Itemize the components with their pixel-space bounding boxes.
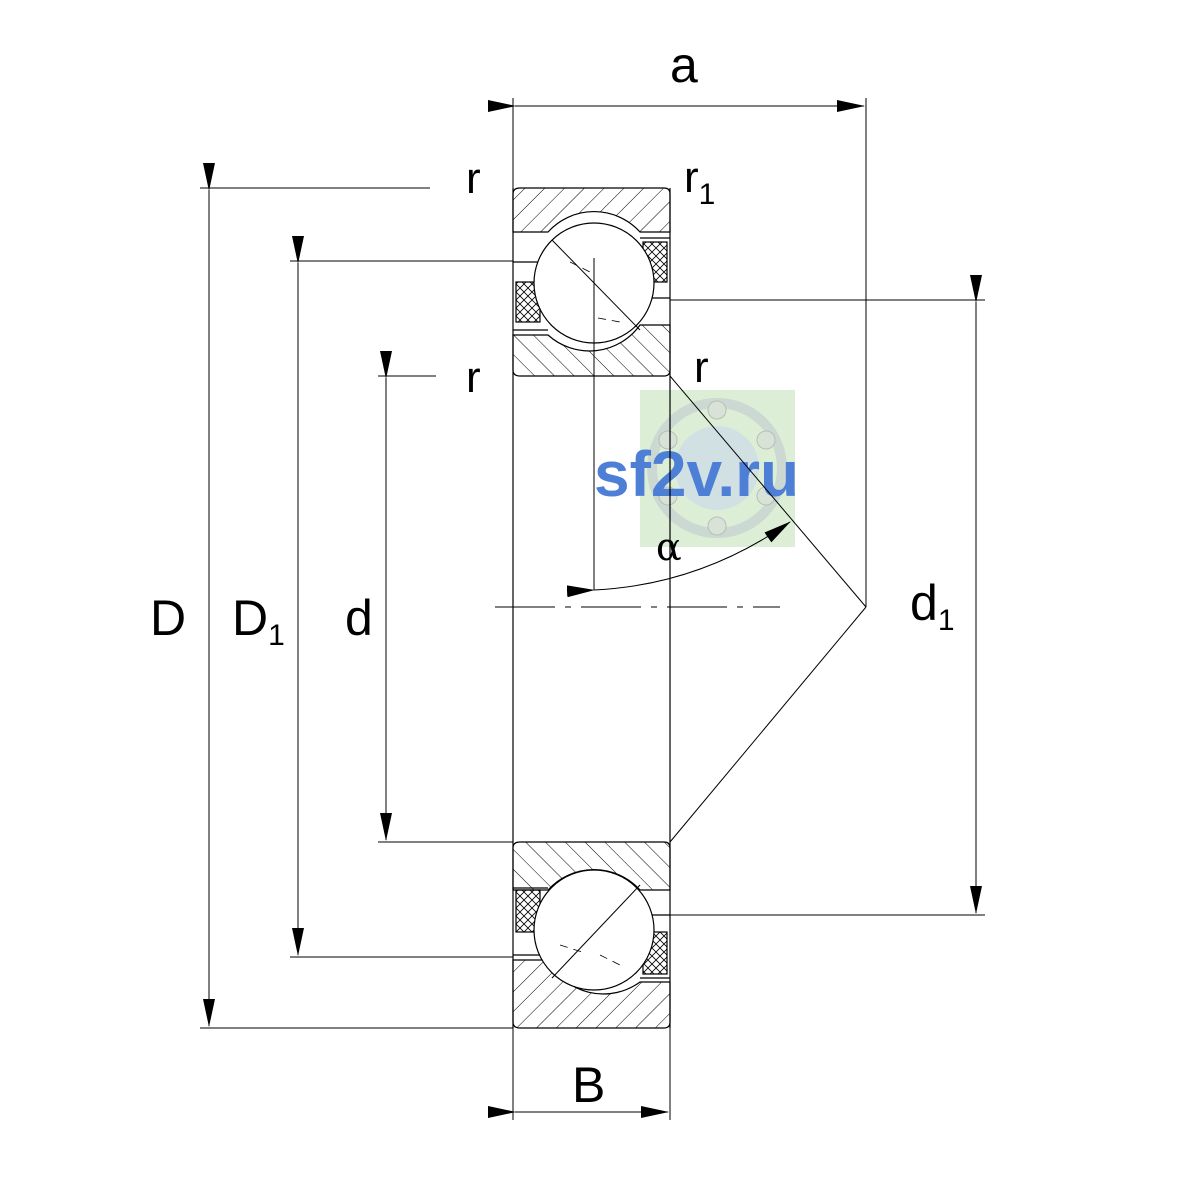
label-D: D bbox=[150, 590, 186, 646]
ball-bottom bbox=[533, 869, 655, 991]
bearing-section bbox=[512, 187, 671, 1029]
label-r1: r1 bbox=[684, 153, 715, 211]
label-a: a bbox=[670, 37, 698, 93]
label-D1-main: D bbox=[232, 590, 268, 646]
label-r-inner-left: r bbox=[466, 353, 481, 402]
label-alpha: α bbox=[656, 525, 682, 569]
watermark: sf2v.ru bbox=[594, 390, 799, 547]
label-D1: D1 bbox=[232, 590, 285, 652]
label-D1-sub: 1 bbox=[268, 619, 285, 652]
label-d1: d1 bbox=[910, 575, 955, 637]
label-d: d bbox=[345, 590, 373, 646]
label-d1-sub: 1 bbox=[938, 604, 955, 637]
label-d1-main: d bbox=[910, 575, 938, 631]
outer-ring-top bbox=[512, 187, 671, 233]
label-r1-sub: 1 bbox=[699, 178, 716, 211]
construction-lines bbox=[495, 98, 867, 843]
label-r1-main: r bbox=[684, 153, 699, 202]
inner-ring-top bbox=[512, 324, 671, 377]
dimension-labels: a r r1 r r α D D1 d d1 B bbox=[150, 37, 955, 1113]
alpha-arc bbox=[566, 521, 791, 598]
dimension-lines bbox=[200, 98, 985, 1120]
label-B: B bbox=[572, 1057, 605, 1113]
label-r-top: r bbox=[466, 154, 481, 203]
watermark-text: sf2v.ru bbox=[594, 438, 799, 510]
label-r-inner-right: r bbox=[694, 343, 709, 392]
